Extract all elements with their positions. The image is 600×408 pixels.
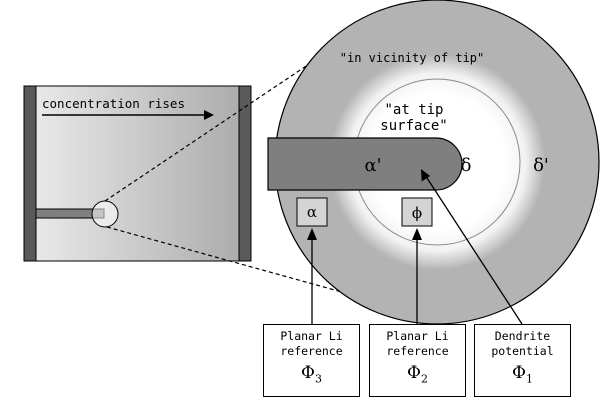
reference-box-phi3-symbol: Φ3 — [301, 363, 322, 386]
zoom-line-bottom — [106, 226, 379, 303]
reference-box-phi3-line1: Planar Li — [280, 329, 343, 343]
left-electrode — [23, 85, 37, 262]
surface-label-line2: surface" — [380, 118, 447, 134]
phi-box-symbol: ϕ — [412, 204, 422, 222]
reference-box-phi1-line1: Dendrite — [494, 329, 551, 343]
arrow-phi2-head — [412, 228, 422, 240]
concentration-panel: concentration rises — [23, 85, 252, 262]
panel-background — [23, 85, 252, 262]
alpha-reference-box — [296, 197, 328, 227]
delta-symbol: δ — [461, 155, 472, 176]
dendrite-alpha-prime: α' — [364, 155, 381, 176]
arrow-phi1-line — [426, 177, 523, 325]
reference-box-phi3-line2: reference — [280, 344, 343, 358]
delta-prime-symbol: δ' — [533, 155, 549, 176]
surface-label-line1: "at tip — [384, 102, 443, 118]
arrow-phi3-head — [307, 228, 317, 240]
reference-arrows — [307, 169, 523, 325]
large-dendrite — [267, 137, 463, 191]
vicinity-label: "in vicinity of tip" — [340, 51, 485, 65]
reference-box-phi2: Planar Li reference Φ2 — [369, 324, 466, 397]
concentration-arrow-head — [204, 110, 214, 120]
phi-reference-box — [401, 197, 433, 227]
tip-magnified-view: "in vicinity of tip" "at tip surface" α'… — [267, 0, 600, 325]
tip-highlight-circle — [91, 200, 119, 228]
reference-box-phi1-symbol: Φ1 — [512, 363, 533, 386]
reference-box-phi1: Dendrite potential Φ1 — [474, 324, 571, 397]
reference-box-phi2-line1: Planar Li — [386, 329, 449, 343]
reference-box-phi3: Planar Li reference Φ3 — [263, 324, 360, 397]
reference-box-phi2-line2: reference — [386, 344, 449, 358]
right-electrode — [238, 85, 252, 262]
alpha-box-symbol: α — [307, 203, 317, 221]
arrow-phi1-head — [421, 169, 431, 182]
reference-box-phi2-symbol: Φ2 — [407, 363, 428, 386]
reference-box-phi1-line2: potential — [491, 344, 554, 358]
zoom-line-top — [104, 47, 334, 202]
concentration-label: concentration rises — [42, 96, 185, 111]
zoom-lines — [104, 47, 379, 303]
